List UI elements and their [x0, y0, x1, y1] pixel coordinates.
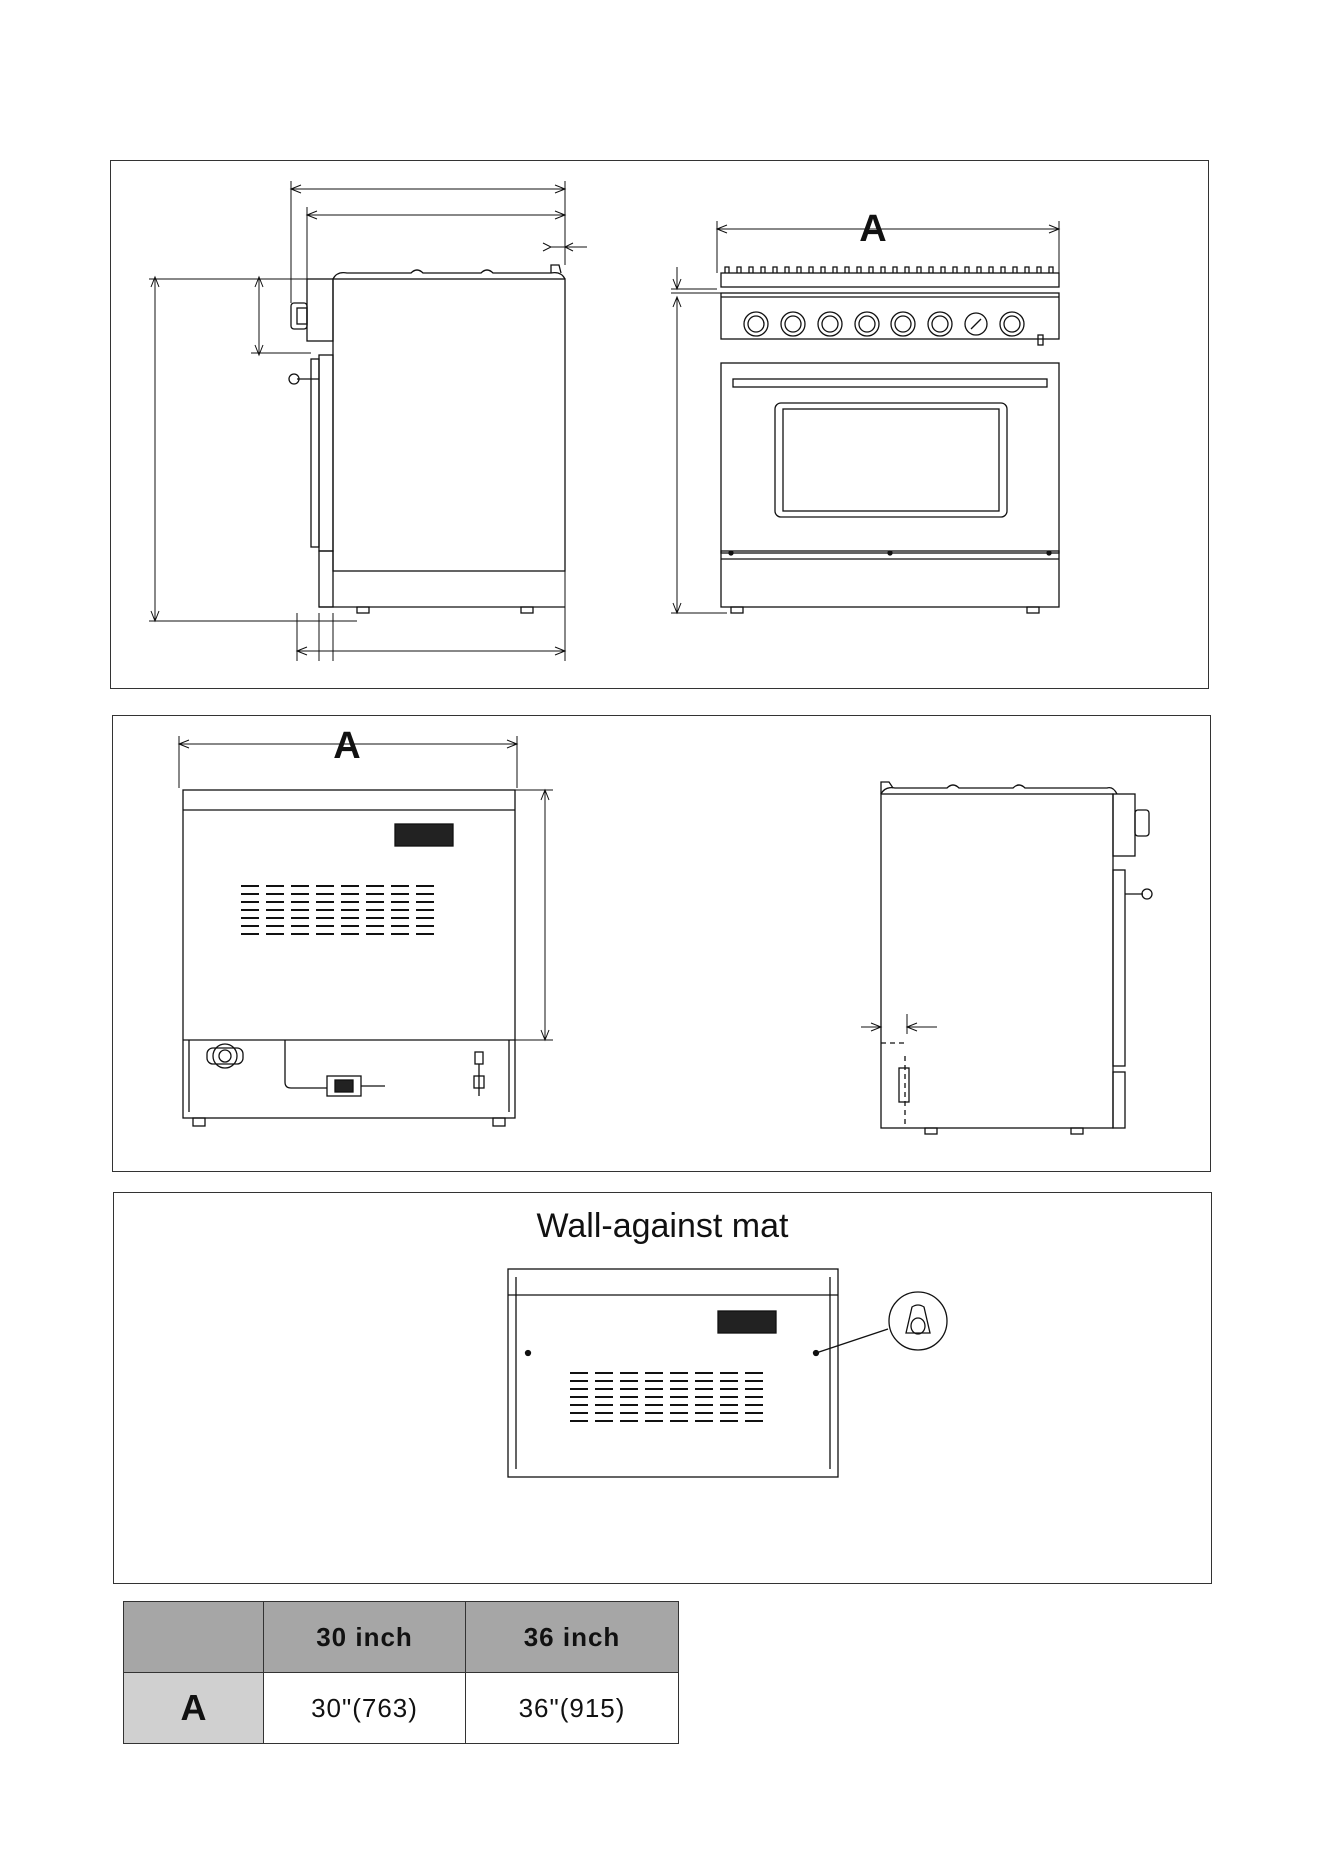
rear-view-drawing	[183, 790, 515, 1126]
rear-width-label: A	[333, 725, 360, 767]
rear-view-dimension-lines	[179, 736, 553, 1040]
size-table-header-30-inch: 30 inch	[264, 1602, 466, 1673]
size-table-cell-30-inch: 30"(763)	[264, 1673, 466, 1744]
wall-against-mat-panel: Wall-against mat	[113, 1192, 1212, 1584]
size-table-cell-36-inch: 36"(915)	[466, 1673, 679, 1744]
side-view-dimension-lines	[149, 181, 587, 661]
size-table-corner-cell	[124, 1602, 264, 1673]
size-table-row-label: A	[124, 1673, 264, 1744]
front-view-drawing	[721, 267, 1059, 613]
size-table: 30 inch 36 inch A 30"(763) 36"(915)	[123, 1601, 679, 1744]
front-width-label: A	[859, 208, 886, 250]
rear-side-view-drawing	[881, 782, 1152, 1134]
side-view-drawing	[289, 265, 565, 613]
top-views-drawing: A	[111, 161, 1210, 690]
size-table-header-row: 30 inch 36 inch	[124, 1602, 679, 1673]
rear-views-panel: A	[112, 715, 1211, 1172]
rear-side-dimension-lines	[861, 1014, 937, 1034]
size-table-header-36-inch: 36 inch	[466, 1602, 679, 1673]
rear-views-drawing: A	[113, 716, 1212, 1173]
top-views-panel: A	[110, 160, 1209, 689]
wall-against-mat-drawing	[114, 1193, 1213, 1585]
table-row: A 30"(763) 36"(915)	[124, 1673, 679, 1744]
rear-panel-with-mat	[508, 1269, 947, 1477]
